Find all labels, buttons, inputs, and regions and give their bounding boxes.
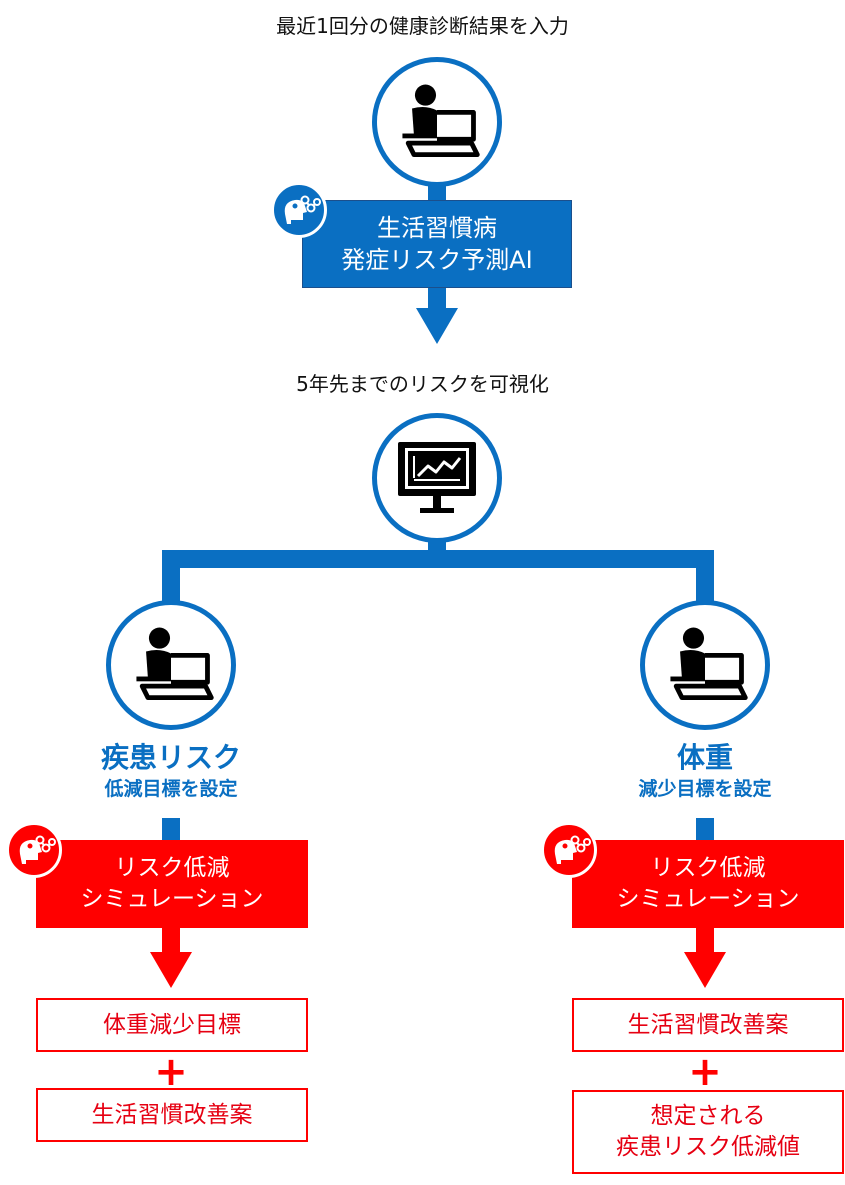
right-output-2-line2: 疾患リスク低減値 <box>616 1134 800 1160</box>
connector-horizontal <box>162 550 714 568</box>
right-sim-line1: リスク低減 <box>650 855 766 881</box>
connector-right-sim <box>696 818 714 842</box>
visualization-caption: 5年先までのリスクを可視化 <box>296 372 549 396</box>
ai-brain-icon <box>284 195 321 224</box>
risk-prediction-ai-box: 生活習慣病 発症リスク予測AI <box>302 200 572 288</box>
connector-right-drop <box>696 550 714 606</box>
user-circle-left <box>106 600 236 730</box>
top-caption: 最近1回分の健康診断結果を入力 <box>276 14 569 38</box>
left-sim-line2: シミュレーション <box>80 886 264 912</box>
monitor-circle <box>372 413 502 543</box>
right-output-risk-reduction: 想定される 疾患リスク低減値 <box>572 1090 844 1174</box>
ai-box-line2: 発症リスク予測AI <box>341 246 533 274</box>
left-output-lifestyle: 生活習慣改善案 <box>36 1088 308 1142</box>
ai-badge-top <box>271 182 327 238</box>
user-at-computer-icon <box>670 627 748 701</box>
left-branch-heading: 疾患リスク <box>100 741 241 774</box>
connector-left-sim <box>162 818 180 842</box>
user-at-computer-icon <box>402 84 480 158</box>
connector-left-drop <box>162 550 180 606</box>
right-simulation-box: リスク低減 シミュレーション <box>572 840 844 928</box>
ai-badge-right <box>541 822 597 878</box>
ai-badge-left <box>6 822 62 878</box>
left-simulation-box: リスク低減 シミュレーション <box>36 840 308 928</box>
arrow-down-red-left <box>150 928 192 988</box>
left-sim-line1: リスク低減 <box>114 855 230 881</box>
right-output-lifestyle: 生活習慣改善案 <box>572 998 844 1052</box>
left-output-1-text: 体重減少目標 <box>103 1011 241 1038</box>
left-output-weight-goal: 体重減少目標 <box>36 998 308 1052</box>
plus-icon: + <box>688 1049 722 1095</box>
ai-brain-icon <box>19 835 56 864</box>
left-branch-subheading: 低減目標を設定 <box>104 778 238 800</box>
left-output-2-text: 生活習慣改善案 <box>91 1101 253 1128</box>
plus-icon: + <box>154 1049 188 1095</box>
monitor-chart-icon <box>398 442 476 513</box>
right-output-2-line1: 想定される <box>650 1103 766 1129</box>
right-branch-heading: 体重 <box>676 741 733 774</box>
left-branch-title: 疾患リスク 低減目標を設定 <box>40 740 302 802</box>
connector-top <box>428 186 446 202</box>
ai-brain-icon <box>554 835 591 864</box>
user-circle-top <box>372 57 502 187</box>
right-output-1-text: 生活習慣改善案 <box>627 1011 789 1038</box>
ai-box-line1: 生活習慣病 <box>377 214 497 242</box>
user-circle-right <box>640 600 770 730</box>
right-branch-title: 体重 減少目標を設定 <box>574 740 836 802</box>
arrow-down-red-right <box>684 928 726 988</box>
user-at-computer-icon <box>136 627 214 701</box>
right-sim-line2: シミュレーション <box>616 886 800 912</box>
right-branch-subheading: 減少目標を設定 <box>638 778 772 800</box>
arrow-down-blue <box>416 288 458 344</box>
